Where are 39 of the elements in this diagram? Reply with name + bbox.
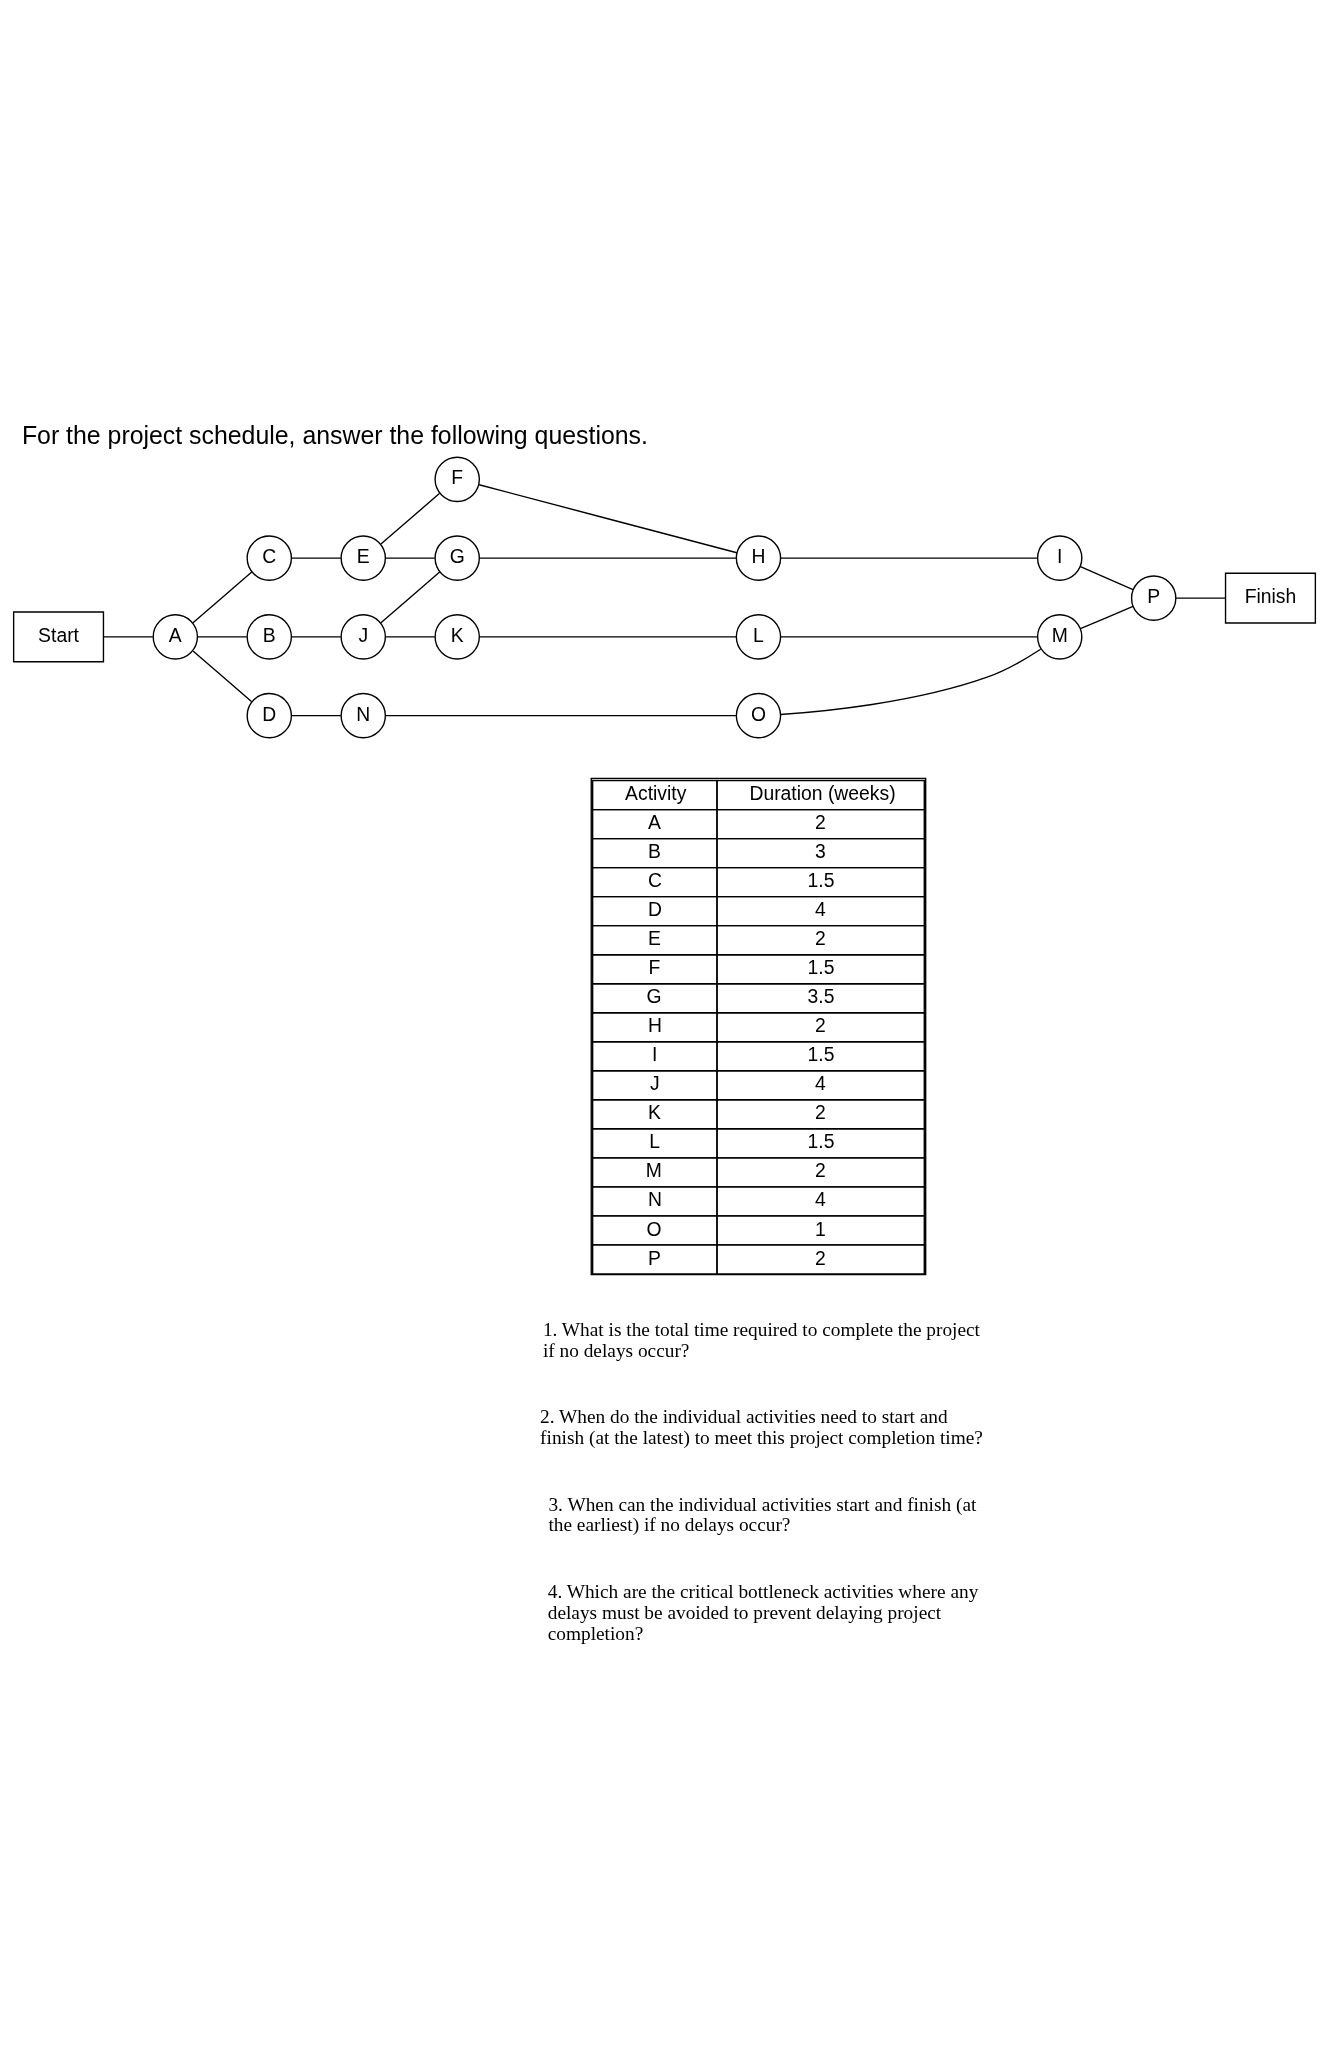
label: 2 [815, 1014, 826, 1037]
label: 1.5 [807, 1043, 835, 1066]
label: 1. What is the total time required to complete the project if no delays occur? [542, 1319, 980, 1362]
label: 4 [815, 1188, 826, 1211]
label: 4 [815, 898, 826, 921]
label: D [647, 898, 662, 921]
label: H [647, 1014, 662, 1037]
label: 3.5 [807, 985, 835, 1008]
label: B [647, 840, 661, 863]
label: 1.5 [807, 869, 835, 892]
label: 2 [815, 811, 826, 834]
label: L [649, 1130, 661, 1153]
label: P [647, 1246, 661, 1269]
label: O [646, 1217, 662, 1240]
label: C [647, 869, 662, 892]
label: 2. When do the individual activities need to start and finish (at the latest) to meet this project completion time? [540, 1406, 983, 1449]
label: 1.5 [807, 956, 835, 979]
label: 4 [815, 1072, 826, 1095]
label: E [647, 927, 661, 950]
label: F [648, 956, 661, 979]
label: A [647, 811, 661, 834]
label: 4. Which are the critical bottleneck activities where any delays must be avoided to prevent delaying project completion? [547, 1581, 979, 1644]
label: 3 [815, 840, 826, 863]
label: N [647, 1188, 662, 1211]
label: 2 [815, 1101, 826, 1124]
label: Duration (weeks) [749, 782, 896, 805]
label: I [652, 1043, 658, 1066]
label: 2 [815, 927, 826, 950]
label: 2 [815, 1159, 826, 1182]
label: Activity [625, 782, 687, 805]
label: G [646, 985, 662, 1008]
label: 1 [815, 1217, 826, 1240]
label: J [649, 1072, 660, 1095]
label: 2 [815, 1246, 826, 1269]
label: 1.5 [807, 1130, 835, 1153]
label: M [645, 1159, 662, 1182]
diagram-title: For the project schedule, answer the following questions. [21, 420, 648, 449]
label: 3. When can the individual activities start and finish (at the earliest) if no delays occur? [548, 1493, 977, 1536]
label: K [647, 1101, 661, 1124]
